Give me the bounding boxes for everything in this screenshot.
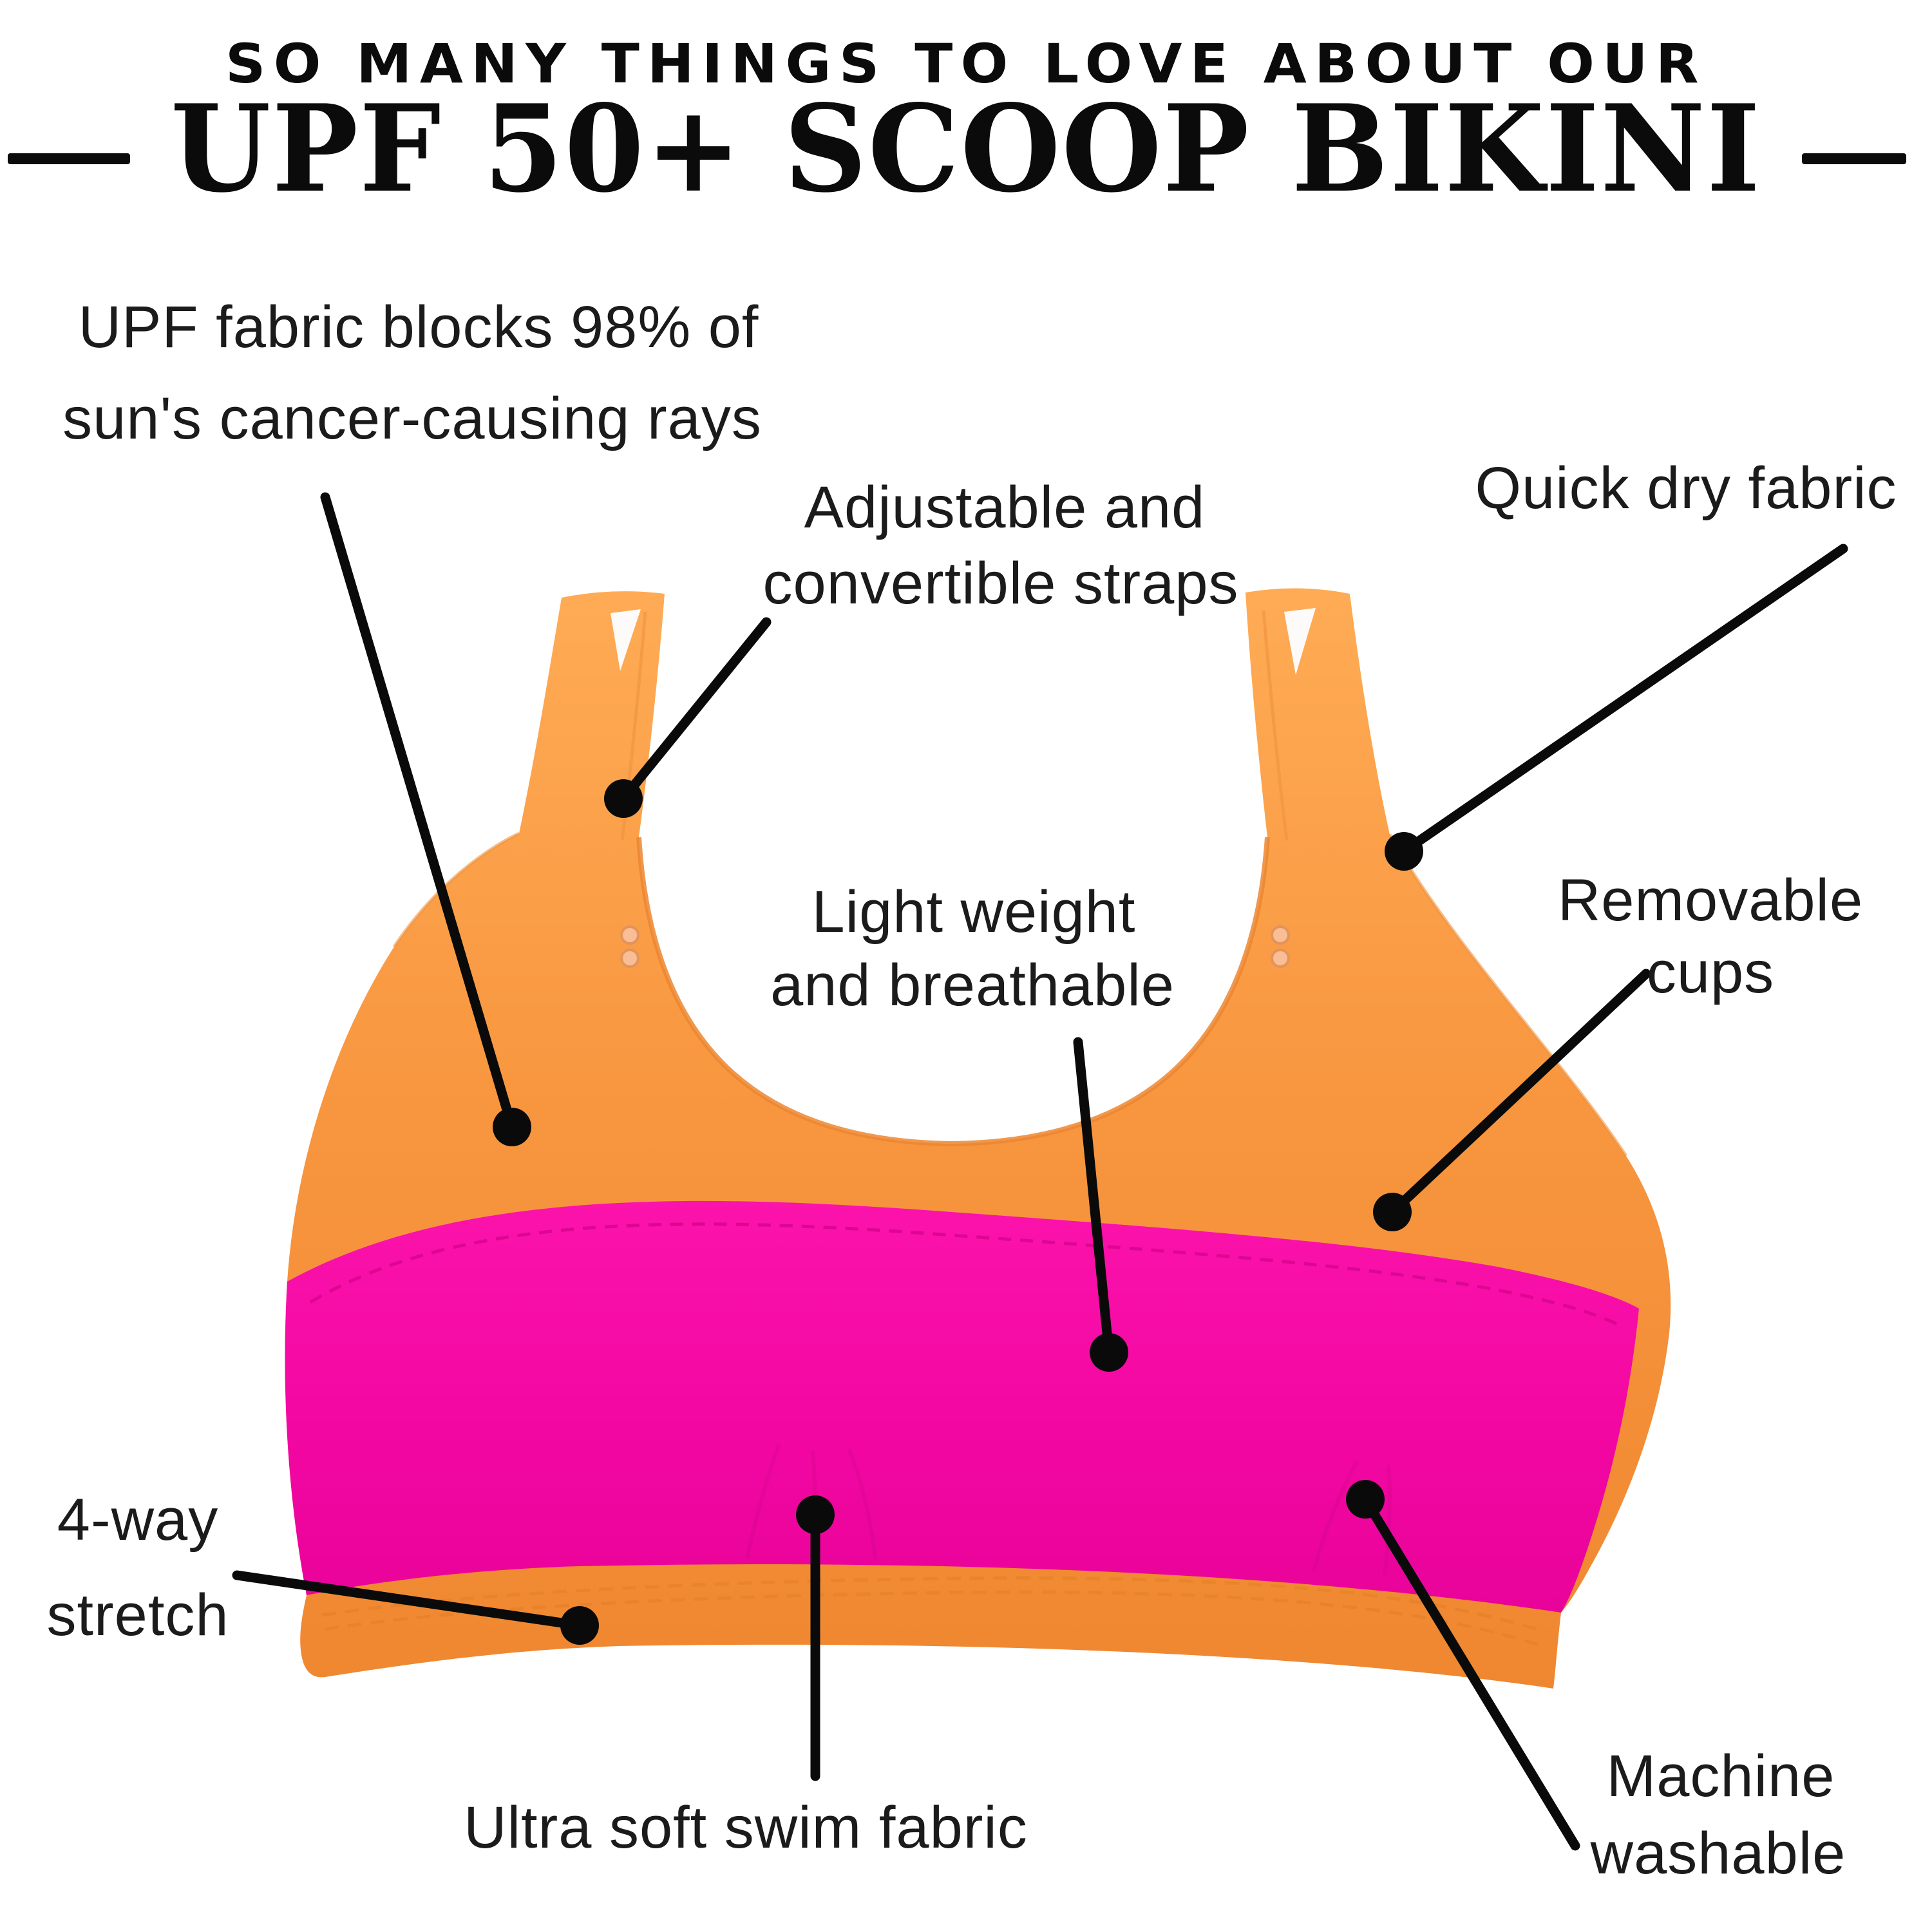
strap-adjuster-right — [1271, 925, 1290, 968]
label-washable-line1: Machine — [1607, 1743, 1835, 1809]
label-straps-line1: Adjustable and — [804, 475, 1206, 540]
right-strap-lining-notch — [1284, 608, 1316, 675]
callout-dot-upf — [493, 1108, 531, 1146]
title-eyebrow: SO MANY THINGS TO LOVE ABOUT OUR — [225, 32, 1707, 95]
label-stretch-line2: stretch — [46, 1582, 229, 1648]
label-lightweight-line1: Light weight — [812, 879, 1136, 945]
callouts — [232, 492, 1848, 1851]
title-main: UPF 50+ SCOOP BIKINI — [171, 78, 1761, 219]
callout-line-washable — [1360, 1494, 1580, 1851]
label-removable-cups-line2: cups — [1647, 940, 1774, 1005]
pink-seam-stitching — [309, 1222, 1621, 1327]
bikini-top-graphic — [285, 588, 1671, 1689]
left-strap-lining-notch — [611, 609, 641, 671]
label-upf-line1: UPF fabric blocks 98% of — [79, 294, 759, 360]
label-soft: Ultra soft swim fabric — [464, 1795, 1028, 1861]
callout-line-upf — [320, 492, 517, 1132]
title-dash-right — [1802, 153, 1906, 164]
band-stitching-row-1 — [321, 1576, 1546, 1634]
label-washable-line2: washable — [1590, 1821, 1846, 1886]
callout-line-quick-dry — [1399, 544, 1848, 857]
callout-dot-soft — [796, 1495, 835, 1534]
right-armhole-binding — [1388, 833, 1628, 1157]
callout-line-stretch — [232, 1570, 585, 1631]
callout-line-straps — [618, 617, 772, 804]
callout-dot-straps — [604, 779, 643, 818]
callout-dot-removable-cups — [1373, 1193, 1412, 1231]
bikini-pink-panel — [285, 1200, 1639, 1613]
right-strap-fold — [1262, 610, 1289, 841]
ruching-creases — [745, 1443, 1392, 1576]
left-armhole-binding — [392, 831, 520, 948]
callout-line-removable-cups — [1387, 969, 1651, 1217]
label-upf-line2: sun's cancer-causing rays — [62, 386, 762, 451]
label-removable-cups-line1: Removable — [1558, 867, 1863, 933]
title-dash-left — [8, 153, 130, 164]
header: SO MANY THINGS TO LOVE ABOUT OUR UPF 50+… — [8, 32, 1906, 219]
label-stretch-line1: 4-way — [57, 1487, 218, 1553]
callout-dot-quick-dry — [1385, 832, 1423, 871]
label-lightweight-line2: and breathable — [770, 952, 1175, 1018]
callout-dot-stretch — [560, 1606, 599, 1645]
strap-adjuster-left — [620, 925, 639, 968]
callout-line-lightweight — [1073, 1037, 1114, 1358]
band-stitching-row-2 — [324, 1590, 1544, 1648]
callout-dot-lightweight — [1090, 1333, 1128, 1372]
callout-dot-washable — [1346, 1480, 1385, 1519]
label-quick-dry: Quick dry fabric — [1475, 455, 1897, 521]
feature-labels: UPF fabric blocks 98% of sun's cancer-ca… — [46, 294, 1897, 1886]
label-straps-line2: convertible straps — [763, 551, 1239, 616]
neckline-binding — [636, 837, 1270, 1147]
